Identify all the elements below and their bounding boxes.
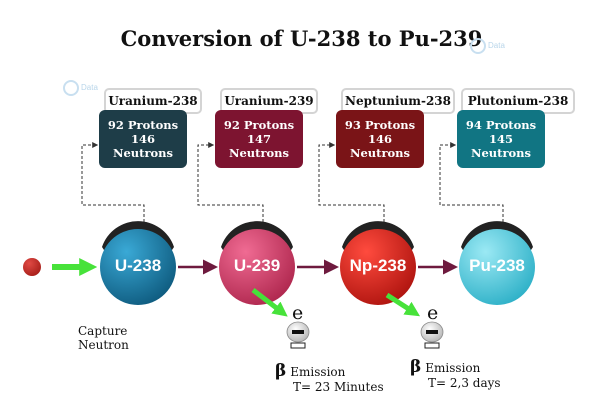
neutron-count: 146 bbox=[130, 132, 155, 146]
neutron-count: 145 bbox=[488, 132, 513, 146]
nuclide-label-np-238: Np-238 bbox=[349, 256, 407, 275]
neutron-word: Neutrons bbox=[349, 146, 411, 160]
neutron-word: Neutrons bbox=[470, 146, 532, 160]
capture-text: Capture bbox=[78, 324, 128, 338]
electron-label-1: e bbox=[292, 302, 304, 324]
emission-arrow-1 bbox=[251, 288, 288, 317]
sphere-cap-u-238 bbox=[102, 221, 174, 253]
nuclide-label-u-239: U-239 bbox=[233, 256, 281, 275]
neutron-word: Neutrons bbox=[228, 146, 290, 160]
half-life: T= 23 Minutes bbox=[293, 380, 384, 394]
watermark-logo: Data bbox=[470, 38, 505, 54]
proton-count: 92 Protons bbox=[107, 118, 179, 132]
proton-count: 94 Protons bbox=[465, 118, 537, 132]
proton-count: 92 Protons bbox=[223, 118, 295, 132]
emission-label: Emission bbox=[425, 361, 481, 375]
neutron-count: 146 bbox=[367, 132, 392, 146]
nuclide-label-pu-238: Pu-238 bbox=[469, 256, 525, 275]
info-box-neptunium-238: 93 Protons 146 Neutrons bbox=[336, 110, 424, 168]
electron-label-2: e bbox=[427, 302, 439, 324]
nuclide-label-u-238: U-238 bbox=[114, 256, 162, 275]
minus-sign-icon bbox=[426, 330, 438, 334]
neutron-word: Neutrons bbox=[112, 146, 174, 160]
beta-symbol: β bbox=[410, 357, 422, 377]
sphere-cap-pu-238 bbox=[461, 221, 533, 253]
neutron-count: 147 bbox=[246, 132, 271, 146]
electron-stand-icon bbox=[424, 342, 440, 349]
info-box-plutonium-238: 94 Protons 145 Neutrons bbox=[457, 110, 545, 168]
sphere-cap-u-239 bbox=[221, 221, 293, 253]
info-box-uranium-239: 92 Protons 147 Neutrons bbox=[215, 110, 303, 168]
nuclide-sphere-u-239 bbox=[219, 229, 295, 305]
connector-line-u-239 bbox=[197, 142, 264, 227]
name-label-uranium-238: Uranium-238 bbox=[104, 88, 202, 114]
watermark-text: Data bbox=[81, 83, 98, 93]
diagram-title: Conversion of U-238 to Pu-239 bbox=[120, 26, 483, 51]
watermark-icon bbox=[63, 80, 79, 96]
electron-stand-icon bbox=[290, 342, 306, 349]
name-label-plutonium-238: Plutonium-238 bbox=[461, 88, 575, 114]
watermark-logo: Data bbox=[63, 80, 98, 96]
watermark-icon bbox=[470, 38, 486, 54]
capture-neutron-caption: Capture Neutron bbox=[78, 324, 129, 352]
nuclide-sphere-u-238 bbox=[100, 229, 176, 305]
sphere-cap-np-238 bbox=[342, 221, 414, 253]
connector-line-np-238 bbox=[318, 142, 385, 227]
minus-sign-icon bbox=[292, 330, 304, 334]
emission-label: Emission bbox=[290, 365, 346, 379]
proton-count: 93 Protons bbox=[344, 118, 416, 132]
emission-arrow-2 bbox=[385, 292, 421, 317]
beta-symbol: β bbox=[275, 361, 287, 381]
neutron-text: Neutron bbox=[78, 338, 129, 352]
info-box-uranium-238: 92 Protons 146 Neutrons bbox=[99, 110, 187, 168]
nuclide-sphere-np-238 bbox=[340, 229, 416, 305]
half-life: T= 2,3 days bbox=[428, 376, 501, 390]
connector-line-pu-238 bbox=[439, 142, 504, 227]
watermark-text: Data bbox=[488, 41, 505, 51]
nuclide-sphere-pu-238 bbox=[459, 229, 535, 305]
neutron-particle bbox=[23, 258, 41, 276]
